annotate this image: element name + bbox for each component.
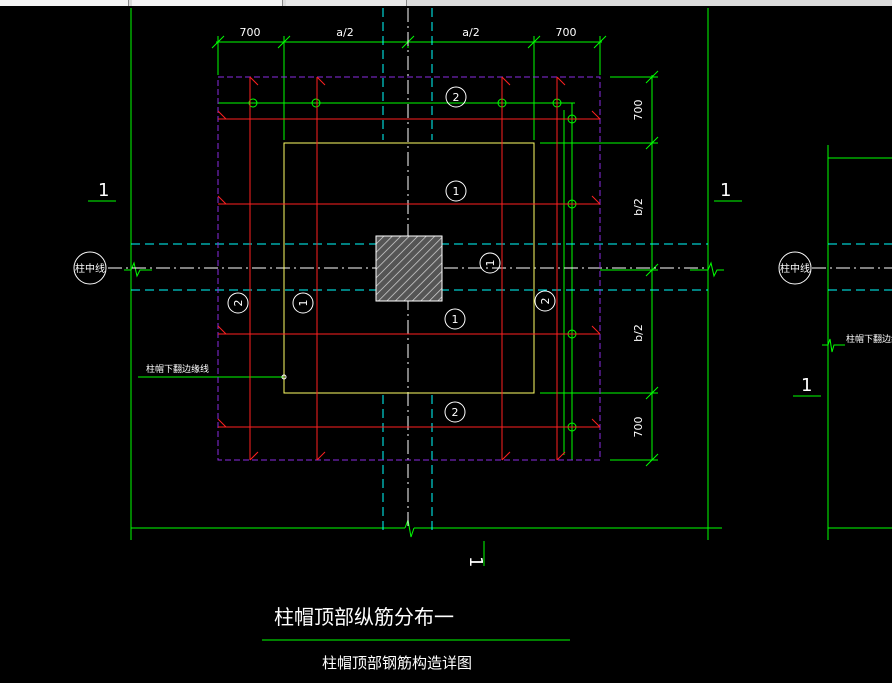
bar-mark-1: 1 — [484, 260, 497, 267]
center-lines — [108, 8, 892, 530]
bar-mark-2: 2 — [232, 300, 245, 307]
file-tab[interactable] — [132, 0, 283, 6]
drawing-subtitle: 柱帽顶部钢筋构造详图 — [322, 654, 472, 672]
center-line-bubble — [73, 251, 107, 285]
drawing-title: 柱帽顶部纵筋分布一 — [274, 605, 454, 629]
section-mark-far-right: 1 — [801, 375, 812, 396]
bar-mark-2: 2 — [452, 406, 459, 419]
center-line-bubble — [778, 251, 812, 285]
bar-mark-2: 2 — [453, 91, 460, 104]
bar-mark-circle — [445, 86, 467, 108]
bar-mark-circle — [444, 401, 466, 423]
outline-lines — [88, 8, 892, 641]
red-rebars — [217, 76, 601, 461]
file-tab[interactable] — [286, 0, 407, 6]
edge-line-label-right: 柱帽下翻边缘线 — [846, 333, 892, 345]
bar-mark-circle — [479, 252, 501, 274]
dim-top-2: a/2 — [336, 26, 353, 39]
section-mark-right: 1 — [720, 180, 731, 201]
edge-line-label: 柱帽下翻边缘线 — [146, 363, 209, 375]
center-line-label-right: 柱中线 — [780, 262, 810, 275]
cap-edge — [283, 142, 535, 394]
axis-lines — [131, 8, 892, 530]
toolbar-strip — [0, 0, 892, 6]
bar-mark-1: 1 — [297, 300, 310, 307]
dim-right-3: b/2 — [632, 324, 645, 342]
bar-mark-1: 1 — [453, 185, 460, 198]
cap-boundary — [217, 76, 601, 461]
file-tab[interactable] — [0, 0, 129, 6]
dim-right-2: b/2 — [632, 198, 645, 216]
bar-mark-circle — [444, 308, 466, 330]
dim-top-3: a/2 — [462, 26, 479, 39]
dim-top-1: 700 — [240, 26, 261, 39]
section-mark-bottom: 1 — [465, 556, 486, 567]
center-line-label-left: 柱中线 — [75, 262, 105, 275]
bar-mark-circle — [292, 292, 314, 314]
dim-top-4: 700 — [556, 26, 577, 39]
bar-mark-circle — [445, 180, 467, 202]
bar-mark-circle — [227, 292, 249, 314]
bar-mark-1: 1 — [452, 313, 459, 326]
bar-mark-circle — [534, 290, 556, 312]
dim-right-4: 700 — [632, 417, 645, 438]
section-mark-left: 1 — [98, 180, 109, 201]
bar-mark-2: 2 — [539, 298, 552, 305]
dim-right-1: 700 — [632, 100, 645, 121]
